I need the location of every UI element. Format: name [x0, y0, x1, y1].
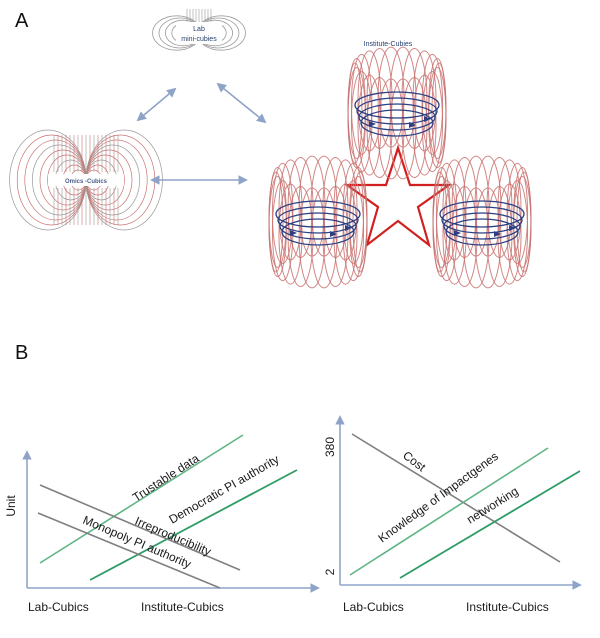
toroid-loop — [435, 162, 458, 264]
toroid-loop — [271, 162, 294, 264]
toroid-loop — [462, 155, 490, 257]
toroid-ring — [358, 103, 436, 131]
left-x-end-label: Institute-Cubics — [141, 600, 224, 614]
toroid-loop — [513, 166, 532, 268]
line-monopoly-pi — [37, 512, 221, 589]
right-x-end-label: Institute-Cubics — [466, 600, 549, 614]
toroid-loop — [432, 166, 451, 268]
toroid-loop — [474, 155, 502, 257]
left-chart: Unit Lab-Cubics Institute-Cubics Trustab… — [4, 434, 320, 614]
toroid-arrow — [509, 225, 516, 231]
toroid-ring — [281, 218, 355, 246]
right-y-bottom-tick: 2 — [323, 568, 337, 575]
toroid-ring — [354, 91, 440, 119]
toroid-loop — [278, 159, 303, 261]
arrow-lab-omics — [136, 87, 177, 122]
institute-star — [343, 144, 453, 248]
toroid-loop — [298, 155, 326, 257]
toroid-loop — [310, 155, 338, 257]
line-networking — [399, 470, 581, 579]
institute-label: Institute-Cubies — [364, 41, 413, 48]
line-cost — [351, 433, 561, 563]
toroid-loop — [377, 46, 405, 148]
toroid-ring — [443, 212, 521, 240]
toroid-ring — [441, 206, 523, 234]
arrow-lab-institute — [216, 82, 267, 124]
toroid-arrow — [424, 116, 431, 122]
toroid-ring — [356, 97, 438, 125]
label-knowledge: Knowledge of Impactgenes — [376, 449, 501, 545]
omics-label: Omics -Cubics — [65, 179, 108, 185]
toroid-arrow — [369, 121, 376, 127]
toroid-ring — [360, 109, 434, 137]
toroid-loop — [342, 162, 365, 264]
toroid-loop — [347, 57, 366, 159]
right-chart: 380 2 Lab-Cubics Institute-Cubics Cost K… — [323, 415, 582, 614]
right-x-start-label: Lab-Cubics — [343, 600, 404, 614]
line-trustable-data — [39, 434, 244, 564]
toroid-arrow — [494, 231, 501, 237]
toroid-loop — [350, 53, 373, 155]
toroid-loop — [497, 159, 522, 261]
lab-label-line2: mini-cubies — [181, 36, 217, 43]
line-irreproducibility — [39, 484, 241, 571]
toroid-loop — [357, 50, 382, 152]
toroid-arrow — [290, 230, 297, 236]
omics-label-backdrop — [48, 174, 124, 186]
toroid-ring — [439, 200, 525, 228]
toroid-ring — [277, 206, 359, 234]
toroid-arrow — [454, 230, 461, 236]
left-x-start-label: Lab-Cubics — [28, 600, 89, 614]
lab-label-line1: Lab — [193, 26, 205, 33]
toroid-loop — [268, 166, 287, 268]
institute-toroid-top — [347, 46, 447, 180]
toroid-ring — [445, 218, 519, 246]
panel-b-letter: B — [15, 342, 28, 364]
left-y-label: Unit — [4, 495, 18, 517]
toroid-loop — [506, 162, 529, 264]
label-trustable-data: Trustable data — [130, 451, 202, 504]
toroid-loop — [412, 50, 437, 152]
toroid-arrow — [409, 122, 416, 128]
toroid-ring — [275, 200, 361, 228]
right-y-top-tick: 380 — [323, 437, 337, 457]
line-knowledge — [349, 447, 549, 576]
toroid-ring — [279, 212, 357, 240]
line-democratic-pi — [89, 469, 298, 581]
panel-a-letter: A — [15, 10, 29, 32]
toroid-loop — [389, 46, 417, 148]
toroid-arrow — [345, 225, 352, 231]
lab-label-backdrop — [176, 22, 222, 44]
label-cost: Cost — [400, 448, 429, 474]
toroid-arrow — [330, 231, 337, 237]
toroid-loop — [428, 57, 447, 159]
toroid-loop — [421, 53, 444, 155]
toroid-loop — [333, 159, 358, 261]
institute-toroid-right — [432, 155, 532, 289]
toroid-loop — [442, 159, 467, 261]
toroid-loop — [349, 166, 368, 268]
institute-toroid-left — [268, 155, 368, 289]
